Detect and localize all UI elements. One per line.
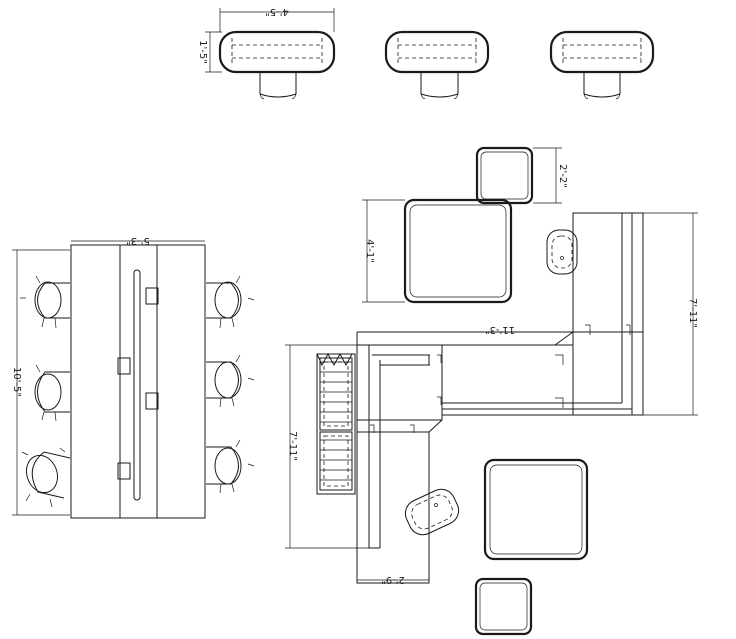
bench-group-2 bbox=[384, 30, 490, 99]
sectional-width-dimension: 11'-3" bbox=[357, 324, 643, 335]
console-box bbox=[316, 352, 356, 495]
chair-left-2 bbox=[34, 364, 70, 422]
bench-group-3 bbox=[549, 30, 655, 99]
large-ottoman-top bbox=[403, 198, 513, 304]
bench-depth-label: 1'-5" bbox=[197, 40, 208, 64]
chair-right-2 bbox=[206, 354, 255, 408]
chair-left-1 bbox=[20, 275, 70, 329]
bench-group-1 bbox=[218, 30, 336, 99]
small-ottoman-bottom bbox=[474, 577, 533, 636]
table-length-label: 10'-5" bbox=[11, 367, 22, 397]
chair-right-1 bbox=[206, 275, 255, 329]
side-table-top bbox=[546, 229, 578, 275]
seat-depth-label: 2'-9" bbox=[381, 574, 405, 585]
small-ottoman-dimension: 2'-2" bbox=[533, 147, 568, 204]
chair-right-3 bbox=[206, 439, 255, 494]
table-length-dimension: 10'-5" bbox=[11, 249, 70, 516]
coffee-tray bbox=[404, 488, 460, 536]
large-ottoman-bottom bbox=[483, 458, 589, 561]
large-ottoman-label: 4'-1" bbox=[364, 239, 375, 263]
seat-depth-dimension: 2'-9" bbox=[357, 574, 429, 585]
sectional-height-label: 7'-11" bbox=[287, 431, 298, 461]
chair-left-3 bbox=[21, 447, 71, 508]
table-width-label: 5'-3" bbox=[126, 235, 150, 246]
small-ottoman-label: 2'-2" bbox=[557, 164, 568, 188]
sectional-sofa bbox=[356, 212, 644, 584]
sectional-depth-dimension: 7'-11" bbox=[643, 212, 698, 416]
sectional-width-label: 11'-3" bbox=[485, 324, 515, 335]
large-ottoman-dimension: 4'-1" bbox=[362, 199, 405, 303]
bench-depth-dimension: 1'-5" bbox=[197, 31, 222, 73]
bench-width-dimension: 4'-5" bbox=[219, 6, 335, 32]
small-ottoman-top bbox=[475, 146, 534, 205]
sectional-depth-label: 7'-11" bbox=[687, 298, 698, 328]
bench-width-label: 4'-5" bbox=[265, 6, 289, 17]
table-width-dimension: 5'-3" bbox=[71, 235, 205, 246]
dining-table bbox=[70, 244, 206, 519]
sectional-height-dimension: 7'-11" bbox=[285, 344, 369, 549]
